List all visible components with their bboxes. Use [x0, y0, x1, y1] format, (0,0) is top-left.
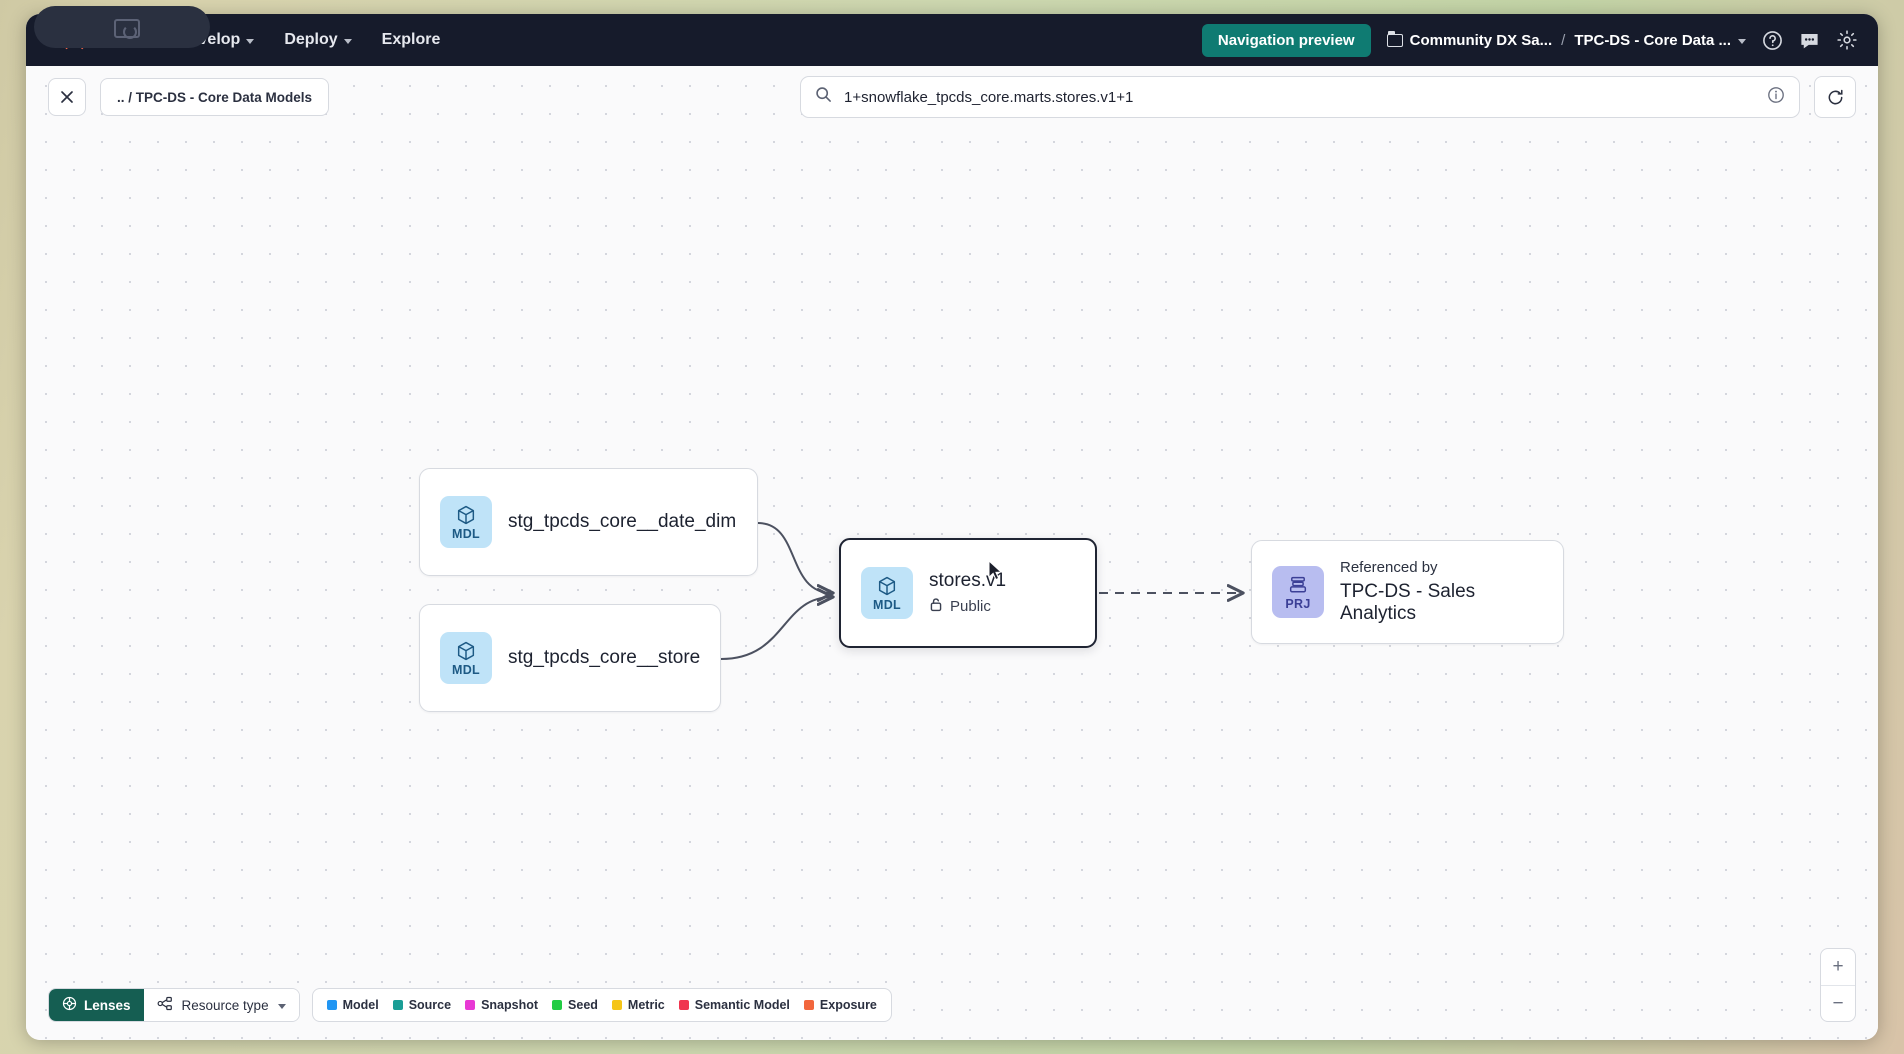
chevron-down-icon	[343, 38, 352, 44]
chevron-down-icon	[1738, 38, 1746, 44]
nav-link-explore-label: Explore	[381, 31, 441, 48]
breadcrumb-project[interactable]: TPC-DS - Core Data ...	[1574, 32, 1746, 49]
legend-label: Source	[408, 998, 452, 1012]
node-stg-tpcds-core-store[interactable]: MDL stg_tpcds_core__store	[419, 604, 721, 712]
node-access-label: Public	[950, 598, 991, 615]
zoom-out-button[interactable]: −	[1821, 985, 1855, 1021]
node-eyebrow: Referenced by	[1340, 559, 1438, 576]
node-stores-v1[interactable]: MDL stores.v1 Public	[839, 538, 1097, 648]
breadcrumb-account[interactable]: Community DX Sa...	[1386, 30, 1553, 49]
legend-swatch	[392, 1000, 403, 1010]
close-button[interactable]	[48, 78, 86, 116]
nav-link-deploy-label: Deploy	[284, 31, 338, 48]
breadcrumb-separator: /	[1561, 31, 1566, 49]
nodes-icon	[157, 996, 173, 1014]
breadcrumb-project-label: TPC-DS - Core Data ...	[1574, 31, 1731, 49]
legend-item-model[interactable]: Model	[326, 998, 379, 1012]
lenses-label: Lenses	[84, 997, 131, 1013]
search-box[interactable]	[800, 76, 1800, 118]
breadcrumb-back-button[interactable]: .. / TPC-DS - Core Data Models	[100, 78, 330, 116]
legend-swatch	[678, 1000, 689, 1010]
search-input[interactable]	[844, 88, 1755, 106]
zoom-in-button[interactable]: +	[1832, 956, 1844, 977]
chevron-down-icon	[246, 38, 255, 44]
top-nav-right-group: Navigation preview Community DX Sa... / …	[1201, 23, 1858, 57]
node-badge-model: MDL	[440, 632, 492, 684]
legend-swatch	[465, 1000, 476, 1010]
node-title: TPC-DS - Sales Analytics	[1340, 581, 1476, 624]
legend-swatch	[326, 1000, 337, 1010]
lineage-edges	[720, 522, 1878, 660]
legend-item-exposure[interactable]: Exposure	[803, 998, 877, 1012]
legend-item-snapshot[interactable]: Snapshot	[465, 998, 538, 1012]
legend-label: Metric	[627, 998, 665, 1012]
primary-nav: Develop Deploy Explore	[178, 31, 440, 49]
browser-tab-stub[interactable]	[34, 6, 210, 48]
legend-swatch	[803, 1000, 814, 1010]
search-icon	[815, 86, 832, 108]
legend-label: Snapshot	[481, 998, 539, 1012]
explore-toolbar: .. / TPC-DS - Core Data Models	[26, 66, 1878, 128]
legend-swatch	[552, 1000, 563, 1010]
lens-icon	[62, 996, 77, 1014]
nav-link-deploy[interactable]: Deploy	[284, 31, 352, 49]
lens-control-group: Lenses Resource type	[48, 988, 300, 1022]
legend-item-source[interactable]: Source	[392, 998, 452, 1012]
node-title: stg_tpcds_core__store	[508, 647, 701, 668]
top-navigation-bar: dbt Develop Deploy Explore Navigation pr…	[26, 14, 1878, 66]
gear-icon[interactable]	[1836, 29, 1858, 51]
lineage-nodes: MDL stg_tpcds_core__date_dim MDL stg_tpc…	[26, 66, 1878, 1040]
node-badge-model: MDL	[861, 567, 913, 619]
browser-tab-icon	[114, 19, 140, 39]
legend-label: Model	[342, 998, 379, 1012]
legend-item-seed[interactable]: Seed	[552, 998, 598, 1012]
zoom-controls: + −	[1820, 948, 1856, 1022]
folder-icon	[1386, 30, 1403, 47]
node-badge-model: MDL	[440, 496, 492, 548]
resource-type-legend: Model Source Snapshot Seed Metric	[311, 988, 892, 1022]
lenses-button[interactable]: Lenses	[49, 989, 144, 1021]
node-referenced-by-tpcds-sales-analytics[interactable]: PRJ Referenced by TPC-DS - Sales Analyti…	[1251, 540, 1564, 644]
bottom-toolbar: Lenses Resource type	[48, 988, 892, 1022]
resource-type-label: Resource type	[181, 997, 269, 1013]
node-title: stores.v1	[929, 570, 1007, 591]
node-text-group: stores.v1 Public	[929, 570, 1006, 616]
nav-link-explore[interactable]: Explore	[382, 31, 441, 49]
node-badge-label: MDL	[873, 597, 901, 612]
node-text-group: stg_tpcds_core__store	[508, 647, 700, 669]
node-badge-label: MDL	[452, 662, 480, 677]
legend-label: Seed	[568, 998, 598, 1012]
node-badge-label: MDL	[452, 526, 480, 541]
resource-type-dropdown[interactable]: Resource type	[143, 989, 299, 1021]
node-badge-label: PRJ	[1285, 596, 1311, 611]
legend-label: Semantic Model	[694, 998, 790, 1012]
breadcrumb-account-label: Community DX Sa...	[1409, 31, 1553, 49]
legend-label: Exposure	[819, 998, 877, 1012]
legend-item-metric[interactable]: Metric	[611, 998, 665, 1012]
node-text-group: Referenced by TPC-DS - Sales Analytics	[1340, 559, 1543, 625]
node-access-row: Public	[929, 597, 1006, 616]
node-text-group: stg_tpcds_core__date_dim	[508, 511, 736, 533]
app-window: dbt Develop Deploy Explore Navigation pr…	[26, 14, 1878, 1040]
legend-item-semantic-model[interactable]: Semantic Model	[678, 998, 790, 1012]
search-group	[800, 76, 1856, 118]
node-badge-project: PRJ	[1272, 566, 1324, 618]
info-circle-icon[interactable]	[1767, 86, 1785, 109]
account-breadcrumb: Community DX Sa... / TPC-DS - Core Data …	[1386, 30, 1746, 49]
help-circle-icon[interactable]	[1762, 30, 1783, 51]
lineage-canvas[interactable]: .. / TPC-DS - Core Data Models	[26, 66, 1878, 1040]
node-title: stg_tpcds_core__date_dim	[508, 511, 737, 532]
legend-swatch	[611, 1000, 622, 1010]
refresh-button[interactable]	[1814, 76, 1856, 118]
navigation-preview-button[interactable]: Navigation preview	[1201, 23, 1371, 57]
node-stg-tpcds-core-date-dim[interactable]: MDL stg_tpcds_core__date_dim	[419, 468, 758, 576]
feedback-chat-icon[interactable]	[1799, 30, 1820, 51]
chevron-down-icon	[277, 1003, 286, 1009]
unlock-icon	[929, 597, 943, 616]
